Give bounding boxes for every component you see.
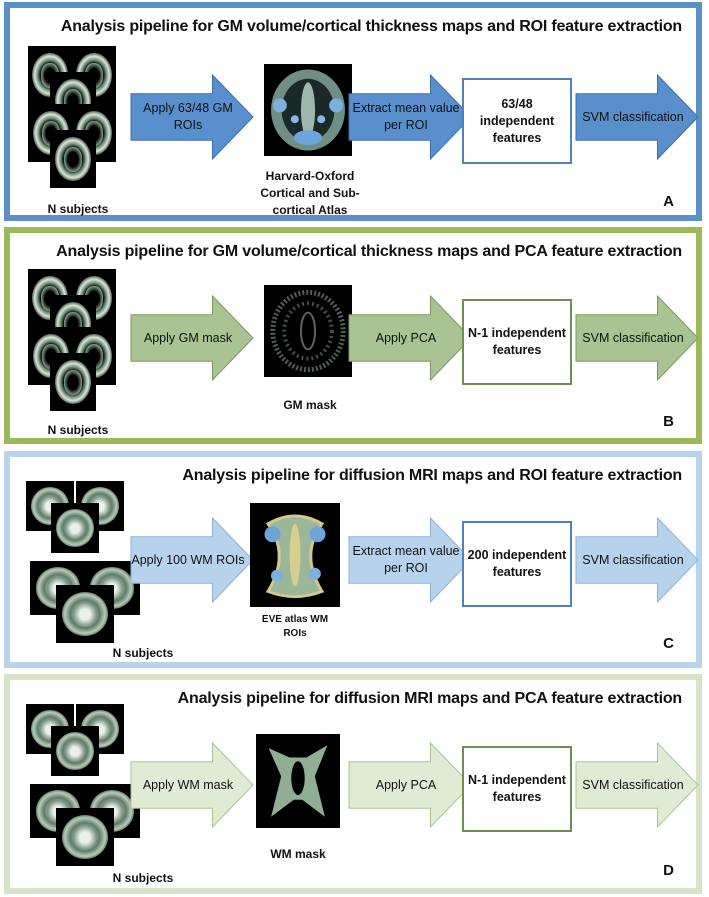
harvard-graphic — [271, 69, 345, 151]
arrow-step2-label: Apply PCA — [375, 330, 437, 345]
panel-letter: B — [663, 413, 674, 430]
arrow-step1: Apply WM mask — [130, 742, 255, 828]
gm-mask-image — [264, 285, 352, 377]
features-box: N-1 independent features — [462, 746, 572, 832]
arrow-step2: Apply PCA — [348, 295, 473, 381]
eve-graphic — [264, 514, 326, 599]
wm-mask-image — [256, 734, 340, 828]
arrow-classifier-label: SVM classification — [582, 330, 684, 345]
arrow-classifier: SVM classification — [575, 742, 700, 828]
subject-images — [26, 704, 146, 869]
panel-d: Analysis pipeline for diffusion MRI maps… — [4, 674, 702, 894]
subject-images — [28, 46, 118, 188]
atlas-image — [264, 64, 352, 156]
arrow-step1: Apply 63/48 GM ROIs — [130, 74, 255, 160]
panel-a: Analysis pipeline for GM volume/cortical… — [4, 2, 702, 221]
arrow-step2: Extract mean value per ROI — [348, 517, 473, 603]
arrow-step2-label: Extract mean value per ROI — [352, 101, 460, 132]
arrow-step2: Extract mean value per ROI — [348, 74, 473, 160]
features-box: 63/48 independent features — [462, 78, 572, 164]
arrow-classifier-label: SVM classification — [582, 109, 684, 124]
panel-title: Analysis pipeline for diffusion MRI maps… — [177, 690, 683, 707]
subject-images — [28, 269, 118, 411]
arrow-shape — [575, 517, 699, 603]
brain-slice-image — [56, 585, 114, 643]
panel-title: Analysis pipeline for GM volume/cortical… — [60, 18, 682, 35]
arrow-shape — [130, 295, 254, 381]
panel-title: Analysis pipeline for diffusion MRI maps… — [182, 467, 682, 484]
arrow-classifier-label: SVM classification — [582, 552, 684, 567]
brain-slice-image — [51, 726, 99, 776]
image-caption: WM mask — [270, 847, 326, 861]
subjects-label: N subjects — [47, 423, 109, 437]
arrow-shape — [348, 742, 472, 828]
wm-graphic — [268, 745, 328, 817]
brain-slice-image — [50, 130, 96, 188]
arrow-step1-label: Apply 100 WM ROIs — [131, 552, 245, 567]
arrow-shape — [575, 74, 699, 160]
arrow-classifier-label: SVM classification — [582, 777, 684, 792]
panel-c: Analysis pipeline for diffusion MRI maps… — [4, 451, 702, 668]
subjects-label: N subjects — [112, 646, 174, 660]
features-box: N-1 independent features — [462, 299, 572, 385]
arrow-shape — [130, 517, 254, 603]
panel-letter: A — [663, 193, 674, 210]
arrow-classifier: SVM classification — [575, 295, 700, 381]
panel-title: Analysis pipeline for GM volume/cortical… — [56, 243, 682, 260]
arrow-step1-label: Apply WM mask — [142, 777, 234, 792]
atlas-caption: Harvard-Oxford Cortical and Sub-cortical… — [260, 169, 360, 217]
arrow-shape — [348, 74, 472, 160]
subjects-label: N subjects — [112, 871, 174, 885]
gm-graphic — [270, 289, 346, 373]
arrow-shape — [348, 517, 472, 603]
arrow-step1-label: Apply 63/48 GM ROIs — [143, 101, 233, 132]
arrow-step1: Apply GM mask — [130, 295, 255, 381]
brain-slice-image — [51, 503, 99, 553]
panel-letter: C — [663, 635, 674, 652]
arrow-shape — [130, 742, 254, 828]
features-box: 200 independent features — [462, 521, 572, 607]
atlas-caption: EVE atlas WM ROIs — [261, 614, 329, 639]
arrow-step2: Apply PCA — [348, 742, 473, 828]
arrow-classifier: SVM classification — [575, 517, 700, 603]
eve-atlas-image — [250, 503, 340, 607]
image-caption: GM mask — [283, 398, 337, 412]
panel-b: Analysis pipeline for GM volume/cortical… — [4, 227, 702, 444]
arrow-classifier: SVM classification — [575, 74, 700, 160]
arrow-shape — [575, 742, 699, 828]
arrow-step1: Apply 100 WM ROIs — [130, 517, 255, 603]
panel-letter: D — [663, 862, 674, 879]
arrow-shape — [348, 295, 472, 381]
arrow-shape — [575, 295, 699, 381]
subject-images — [26, 481, 146, 646]
arrow-step1-label: Apply GM mask — [143, 330, 233, 345]
brain-slice-image — [56, 808, 114, 866]
arrow-step2-label: Apply PCA — [375, 777, 437, 792]
brain-slice-image — [50, 353, 96, 411]
subjects-label: N subjects — [47, 202, 109, 216]
arrow-step2-label: Extract mean value per ROI — [352, 544, 460, 575]
arrow-shape — [130, 74, 254, 160]
